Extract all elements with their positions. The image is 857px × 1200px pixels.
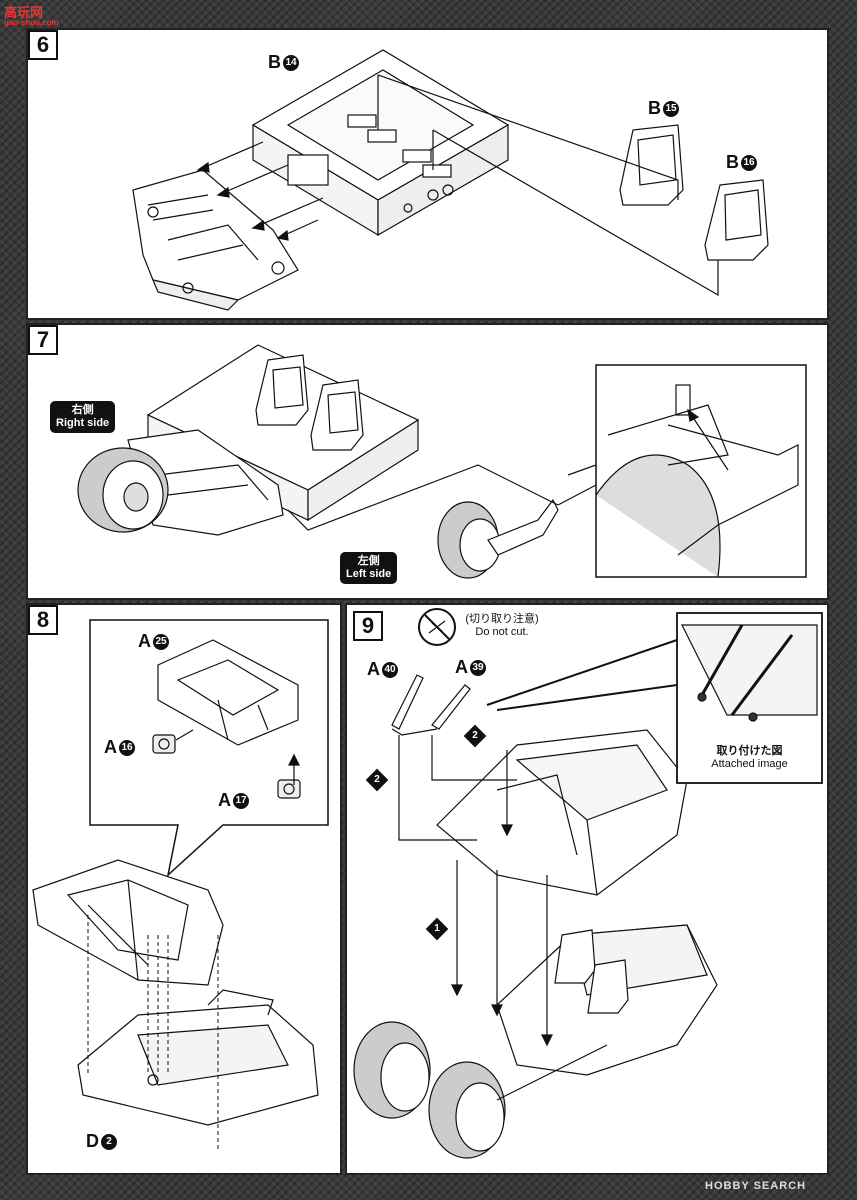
note-jp: (切り取り注意)	[465, 613, 539, 625]
step-number: 8	[28, 605, 58, 635]
step-8-illustration	[32, 619, 329, 1150]
part-letter: D	[86, 1131, 99, 1151]
part-number-badge: 15	[663, 100, 679, 117]
watermark-bottom-text: HOBBY SEARCH	[705, 1180, 807, 1192]
right-side-en: Right side	[56, 417, 110, 429]
part-number-badge: 25	[153, 633, 169, 650]
attached-jp: 取り付けた図	[716, 745, 783, 757]
part-number-badge: 16	[741, 154, 757, 171]
part-number-badge: 39	[470, 659, 486, 676]
sequence-marker-2b: 2	[365, 768, 389, 792]
right-side-jp: 右側	[71, 404, 94, 416]
part-number-badge: 17	[233, 792, 249, 809]
sequence-number: 2	[374, 774, 380, 785]
watermark-text: 高玩网	[4, 5, 44, 20]
part-label-b15: B 15	[648, 98, 679, 119]
part-number-badge: 2	[101, 1133, 117, 1150]
step-number: 9	[353, 611, 383, 641]
part-number-badge: 40	[382, 661, 398, 678]
part-letter: A	[218, 790, 231, 810]
watermark-url: gao-shou.com	[4, 18, 59, 27]
part-letter: B	[726, 152, 739, 172]
do-not-cut-note: (切り取り注意) Do not cut.	[457, 613, 547, 639]
sequence-marker-1: 1	[425, 917, 449, 941]
step-9-illustration	[353, 608, 823, 1159]
left-side-en: Left side	[346, 568, 392, 580]
right-side-tag: 右側 Right side	[50, 401, 116, 433]
step-number: 7	[28, 325, 58, 355]
part-letter: A	[104, 737, 117, 757]
step-6-illustration	[132, 49, 769, 311]
attached-en: Attached image	[711, 758, 788, 770]
part-label-a17: A 17	[218, 790, 249, 811]
part-number-badge: 14	[283, 54, 299, 71]
step-8-panel: 8	[26, 603, 342, 1175]
part-label-b16: B 16	[726, 152, 757, 173]
sequence-number: 1	[434, 923, 440, 934]
part-label-b14: B 14	[268, 52, 299, 73]
attached-image-caption: 取り付けた図 Attached image	[682, 745, 817, 771]
part-letter: A	[367, 659, 380, 679]
step-9-panel: 9	[345, 603, 829, 1175]
part-letter: A	[138, 631, 151, 651]
step-6-panel: 6	[26, 28, 829, 320]
part-label-a16: A 16	[104, 737, 135, 758]
part-letter: B	[648, 98, 661, 118]
left-side-tag: 左側 Left side	[340, 552, 398, 584]
part-label-a25: A 25	[138, 631, 169, 652]
part-label-a39: A 39	[455, 657, 486, 678]
step-7-illustration	[77, 344, 807, 579]
note-en: Do not cut.	[475, 626, 529, 638]
watermark-url-text: gao-shou.com	[4, 18, 59, 27]
watermark-logo: 高玩网	[4, 2, 43, 21]
step-number: 6	[28, 30, 58, 60]
part-letter: B	[268, 52, 281, 72]
left-side-jp: 左側	[357, 555, 380, 567]
part-label-d2: D 2	[86, 1131, 117, 1152]
hobby-search-watermark: HOBBY SEARCH	[705, 1180, 806, 1192]
part-number-badge: 16	[119, 739, 135, 756]
part-label-a40: A 40	[367, 659, 398, 680]
part-letter: A	[455, 657, 468, 677]
sequence-marker-2a: 2	[463, 724, 487, 748]
step-7-panel: 7	[26, 323, 829, 600]
sequence-number: 2	[472, 730, 478, 741]
